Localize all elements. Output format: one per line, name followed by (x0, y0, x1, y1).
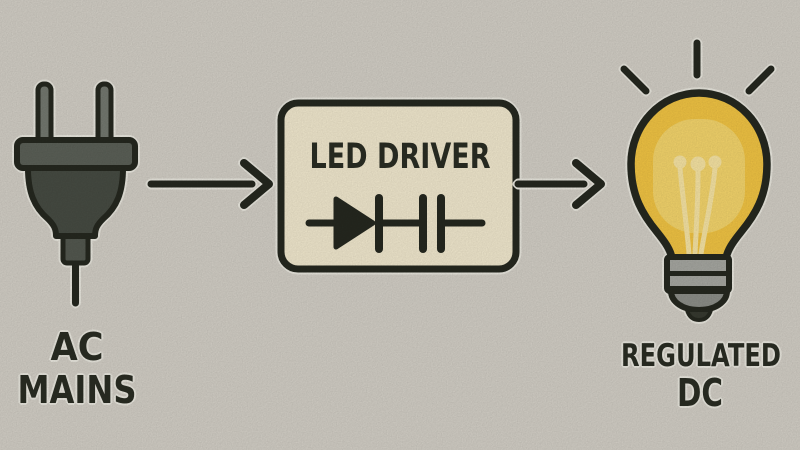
block-diagram: AC MAINS LED DRIVER (0, 0, 800, 450)
diagram-canvas: AC MAINS LED DRIVER (0, 0, 800, 450)
paper-grain-overlay (0, 0, 800, 450)
